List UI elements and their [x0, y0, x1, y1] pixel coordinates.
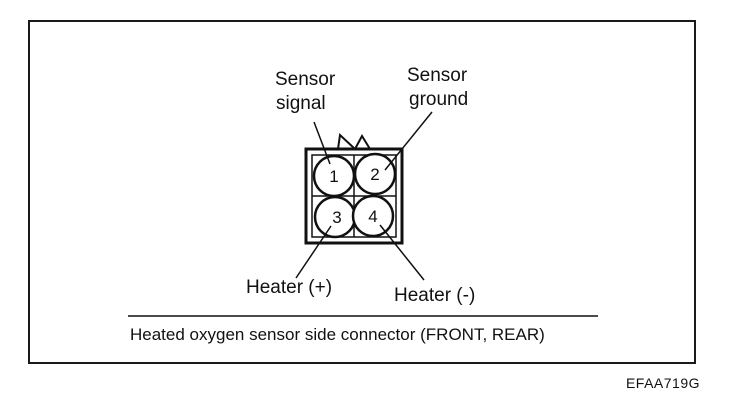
- pin-1-number: 1: [329, 167, 338, 186]
- label-heater-plus: Heater (+): [246, 277, 333, 298]
- pin-3-number: 3: [332, 208, 341, 227]
- pin-4-number: 4: [368, 207, 377, 226]
- pin-2-number: 2: [370, 165, 379, 184]
- pin-4: 4: [351, 194, 395, 238]
- connector-latch: [337, 132, 371, 151]
- label-heater-minus: Heater (-): [394, 285, 476, 306]
- label-sensor-ground-line-1: Sensor: [407, 65, 468, 86]
- label-sensor-signal-line-2: signal: [276, 93, 326, 114]
- leader-line-heater-minus: [379, 224, 425, 281]
- diagram-caption: Heated oxygen sensor side connector (FRO…: [130, 325, 545, 344]
- label-sensor-signal: Sensor signal: [275, 68, 335, 116]
- pin-3: 3: [313, 195, 357, 239]
- pin-1: 1: [312, 154, 356, 198]
- leader-line-sensor-signal: [313, 121, 331, 165]
- label-sensor-ground: Sensor ground: [407, 64, 468, 112]
- label-sensor-ground-line-2: ground: [409, 89, 469, 110]
- label-sensor-signal-line-1: Sensor: [275, 69, 336, 90]
- figure-code: EFAA719G: [625, 375, 700, 391]
- leader-line-heater-plus: [295, 225, 332, 279]
- pin-2: 2: [353, 152, 397, 196]
- leader-line-sensor-ground: [384, 111, 433, 171]
- diagram-frame: [28, 20, 696, 364]
